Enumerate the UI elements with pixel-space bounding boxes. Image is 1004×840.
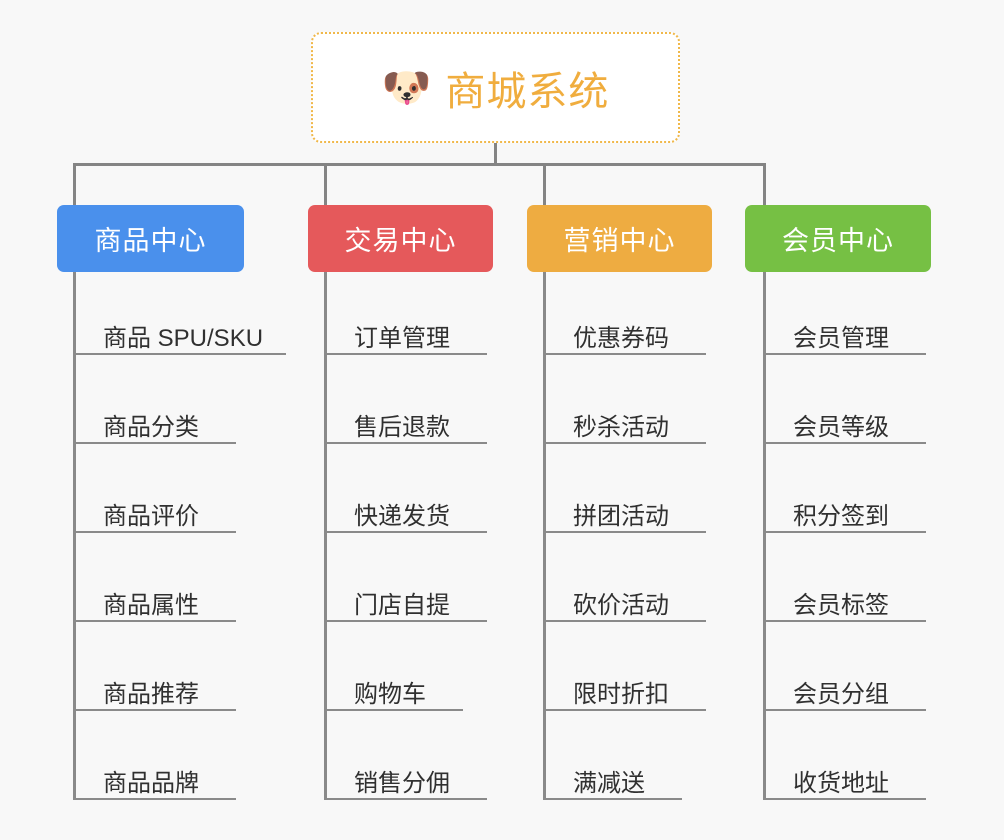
- leaf-item[interactable]: 优惠券码: [543, 311, 706, 355]
- leaf-item[interactable]: 商品评价: [73, 489, 236, 533]
- leaf-item-label: 会员等级: [793, 413, 889, 441]
- branch-trunk-1: [73, 272, 76, 800]
- leaf-item-label: 满减送: [573, 769, 645, 797]
- leaf-item-label: 商品推荐: [103, 680, 199, 708]
- root-title: 商城系统: [445, 69, 610, 114]
- leaf-item[interactable]: 会员管理: [763, 311, 926, 355]
- branch-trunk-4: [763, 272, 766, 800]
- leaf-item-label: 会员管理: [793, 324, 889, 352]
- leaf-item-label: 拼团活动: [573, 502, 669, 530]
- category-box-3[interactable]: 营销中心: [527, 205, 712, 272]
- leaf-item[interactable]: 订单管理: [324, 311, 487, 355]
- category-label: 商品中心: [94, 226, 207, 256]
- leaf-item[interactable]: 拼团活动: [543, 489, 706, 533]
- leaf-item[interactable]: 商品属性: [73, 578, 236, 622]
- leaf-item-label: 购物车: [354, 680, 426, 708]
- category-label: 交易中心: [344, 226, 457, 256]
- leaf-item[interactable]: 商品 SPU/SKU: [73, 311, 286, 355]
- leaf-item[interactable]: 满减送: [543, 756, 682, 800]
- leaf-item-label: 商品属性: [103, 591, 199, 619]
- branch-drop-1: [73, 163, 76, 205]
- leaf-item-label: 销售分佣: [354, 769, 450, 797]
- leaf-item[interactable]: 收货地址: [763, 756, 926, 800]
- leaf-item[interactable]: 商品品牌: [73, 756, 236, 800]
- leaf-item[interactable]: 秒杀活动: [543, 400, 706, 444]
- dog-face-icon: 🐶: [381, 65, 432, 110]
- leaf-item-label: 商品品牌: [103, 769, 199, 797]
- leaf-item[interactable]: 砍价活动: [543, 578, 706, 622]
- leaf-item-label: 优惠券码: [573, 324, 669, 352]
- horizontal-bus: [73, 163, 766, 166]
- leaf-item[interactable]: 积分签到: [763, 489, 926, 533]
- leaf-item[interactable]: 购物车: [324, 667, 463, 711]
- leaf-item-label: 订单管理: [354, 324, 450, 352]
- leaf-item-label: 会员分组: [793, 680, 889, 708]
- leaf-item-label: 商品评价: [103, 502, 199, 530]
- category-box-4[interactable]: 会员中心: [745, 205, 931, 272]
- leaf-item[interactable]: 快递发货: [324, 489, 487, 533]
- category-label: 营销中心: [563, 226, 676, 256]
- root-node[interactable]: 🐶 商城系统: [311, 32, 680, 143]
- leaf-item-label: 会员标签: [793, 591, 889, 619]
- leaf-item-label: 砍价活动: [573, 591, 669, 619]
- leaf-item[interactable]: 会员等级: [763, 400, 926, 444]
- root-stem: [494, 143, 497, 166]
- leaf-item[interactable]: 售后退款: [324, 400, 487, 444]
- branch-drop-2: [324, 163, 327, 205]
- leaf-item-label: 限时折扣: [573, 680, 669, 708]
- leaf-item-label: 门店自提: [354, 591, 450, 619]
- category-box-2[interactable]: 交易中心: [308, 205, 493, 272]
- leaf-item-label: 积分签到: [793, 502, 889, 530]
- leaf-item-label: 快递发货: [354, 502, 450, 530]
- leaf-item[interactable]: 会员标签: [763, 578, 926, 622]
- branch-trunk-2: [324, 272, 327, 800]
- leaf-item-label: 秒杀活动: [573, 413, 669, 441]
- branch-drop-4: [763, 163, 766, 205]
- leaf-item[interactable]: 会员分组: [763, 667, 926, 711]
- branch-drop-3: [543, 163, 546, 205]
- category-box-1[interactable]: 商品中心: [57, 205, 244, 272]
- leaf-item[interactable]: 商品分类: [73, 400, 236, 444]
- leaf-item[interactable]: 销售分佣: [324, 756, 487, 800]
- leaf-item[interactable]: 商品推荐: [73, 667, 236, 711]
- leaf-item[interactable]: 限时折扣: [543, 667, 706, 711]
- leaf-item-label: 收货地址: [793, 769, 889, 797]
- branch-trunk-3: [543, 272, 546, 800]
- category-label: 会员中心: [782, 226, 894, 256]
- leaf-item-label: 售后退款: [354, 413, 450, 441]
- leaf-item-label: 商品分类: [103, 413, 199, 441]
- leaf-item[interactable]: 门店自提: [324, 578, 487, 622]
- leaf-item-label: 商品 SPU/SKU: [103, 324, 264, 352]
